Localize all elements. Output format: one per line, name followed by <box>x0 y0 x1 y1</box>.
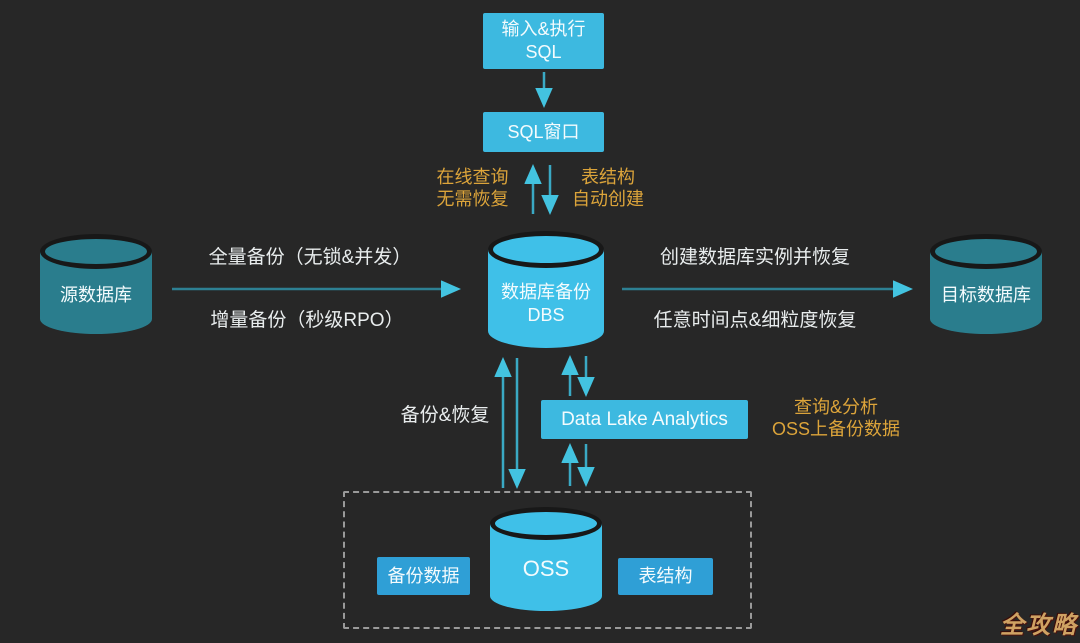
node-backup-data: 备份数据 <box>377 557 470 595</box>
node-table-schema-label: 表结构 <box>638 566 693 586</box>
target-db-cylinder-top <box>930 234 1042 269</box>
watermark-logo: 全攻略 <box>1000 612 1078 639</box>
dbs-cylinder-top <box>488 231 604 268</box>
node-data-lake-analytics-label: Data Lake Analytics <box>561 409 728 430</box>
label-query-analyze-line1: 查询&分析 <box>793 397 878 417</box>
label-full-backup: 全量备份（无锁&并发） <box>208 247 412 268</box>
node-input-execute-sql-line1: 输入&执行 <box>501 19 586 39</box>
node-input-execute-sql: 输入&执行 SQL <box>483 13 604 69</box>
label-backup-and-restore: 备份&恢复 <box>400 405 490 426</box>
label-schema-auto-create: 表结构 自动创建 <box>560 166 656 210</box>
label-create-instance-restore: 创建数据库实例并恢复 <box>659 247 850 268</box>
node-dbs-label-line1: 数据库备份 <box>501 282 591 302</box>
node-target-db-cylinder: 目标数据库 <box>930 234 1042 334</box>
oss-cylinder-top <box>490 507 602 540</box>
label-point-in-time-restore: 任意时间点&细粒度恢复 <box>653 310 857 331</box>
label-schema-auto-create-line1: 表结构 <box>581 167 635 187</box>
node-oss-label: OSS <box>522 556 570 581</box>
label-query-analyze-line2: OSS上备份数据 <box>771 419 900 439</box>
label-query-analyze: 查询&分析 OSS上备份数据 <box>762 396 910 440</box>
node-dbs-label-line2: DBS <box>527 305 565 325</box>
label-online-query-line2: 无需恢复 <box>436 189 509 209</box>
node-source-db-label: 源数据库 <box>60 285 132 305</box>
node-dbs-cylinder: 数据库备份 DBS <box>488 231 604 348</box>
node-sql-window: SQL窗口 <box>483 112 604 152</box>
node-sql-window-label: SQL窗口 <box>507 121 580 142</box>
node-source-db-cylinder: 源数据库 <box>40 234 152 334</box>
node-oss-cylinder: OSS <box>490 507 602 611</box>
oss-zone <box>343 491 752 629</box>
node-table-schema: 表结构 <box>618 558 713 595</box>
label-online-query-line1: 在线查询 <box>436 167 509 187</box>
node-target-db-label: 目标数据库 <box>941 285 1031 305</box>
node-backup-data-label: 备份数据 <box>387 565 460 586</box>
label-incremental-backup: 增量备份（秒级RPO） <box>210 310 404 331</box>
node-dbs-label: 数据库备份 DBS <box>488 281 604 327</box>
source-db-cylinder-top <box>40 234 152 269</box>
node-data-lake-analytics: Data Lake Analytics <box>541 400 748 439</box>
node-input-execute-sql-line2: SQL <box>525 42 562 62</box>
label-online-query: 在线查询 无需恢复 <box>420 166 525 210</box>
label-schema-auto-create-line2: 自动创建 <box>572 189 644 209</box>
